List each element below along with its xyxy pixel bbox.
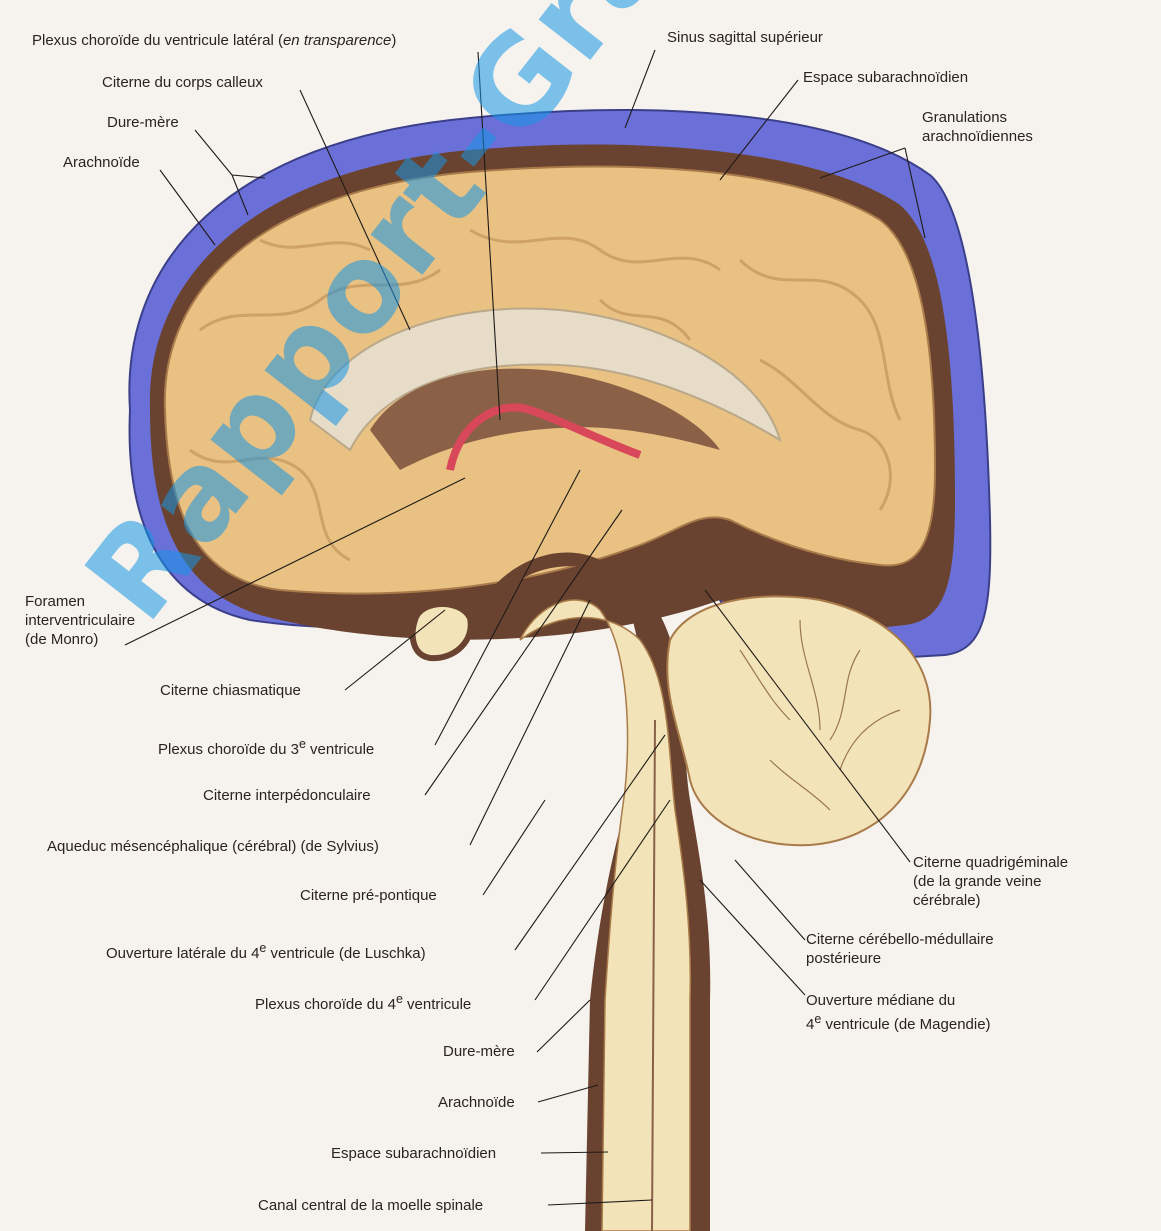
label-sinus-sagittal: Sinus sagittal supérieur [667, 28, 823, 47]
label-plexus-lateral: Plexus choroïde du ventricule latéral (e… [32, 31, 396, 50]
label-citerne-interpedonculaire: Citerne interpédonculaire [203, 786, 371, 805]
label-citerne-corps-calleux: Citerne du corps calleux [102, 73, 263, 92]
label-plexus-3e: Plexus choroïde du 3e ventricule [158, 735, 374, 759]
label-ouverture-laterale: Ouverture latérale du 4e ventricule (de … [106, 939, 426, 963]
label-arachnoide-top: Arachnoïde [63, 153, 140, 172]
label-citerne-prepontique: Citerne pré-pontique [300, 886, 437, 905]
label-plexus-4e: Plexus choroïde du 4e ventricule [255, 990, 471, 1014]
label-espace-subarachnoidien-bottom: Espace subarachnoïdien [331, 1144, 496, 1163]
label-dure-mere-bottom: Dure-mère [443, 1042, 515, 1061]
label-canal-central: Canal central de la moelle spinale [258, 1196, 483, 1215]
cerebellum [667, 596, 930, 845]
label-espace-subarachnoidien-top: Espace subarachnoïdien [803, 68, 968, 87]
label-citerne-quadrigeminale: Citerne quadrigéminale(de la grande vein… [913, 853, 1068, 910]
label-aqueduc: Aqueduc mésencéphalique (cérébral) (de S… [47, 837, 379, 856]
label-citerne-chiasmatique: Citerne chiasmatique [160, 681, 301, 700]
label-arachnoide-bottom: Arachnoïde [438, 1093, 515, 1112]
label-dure-mere-top: Dure-mère [107, 113, 179, 132]
